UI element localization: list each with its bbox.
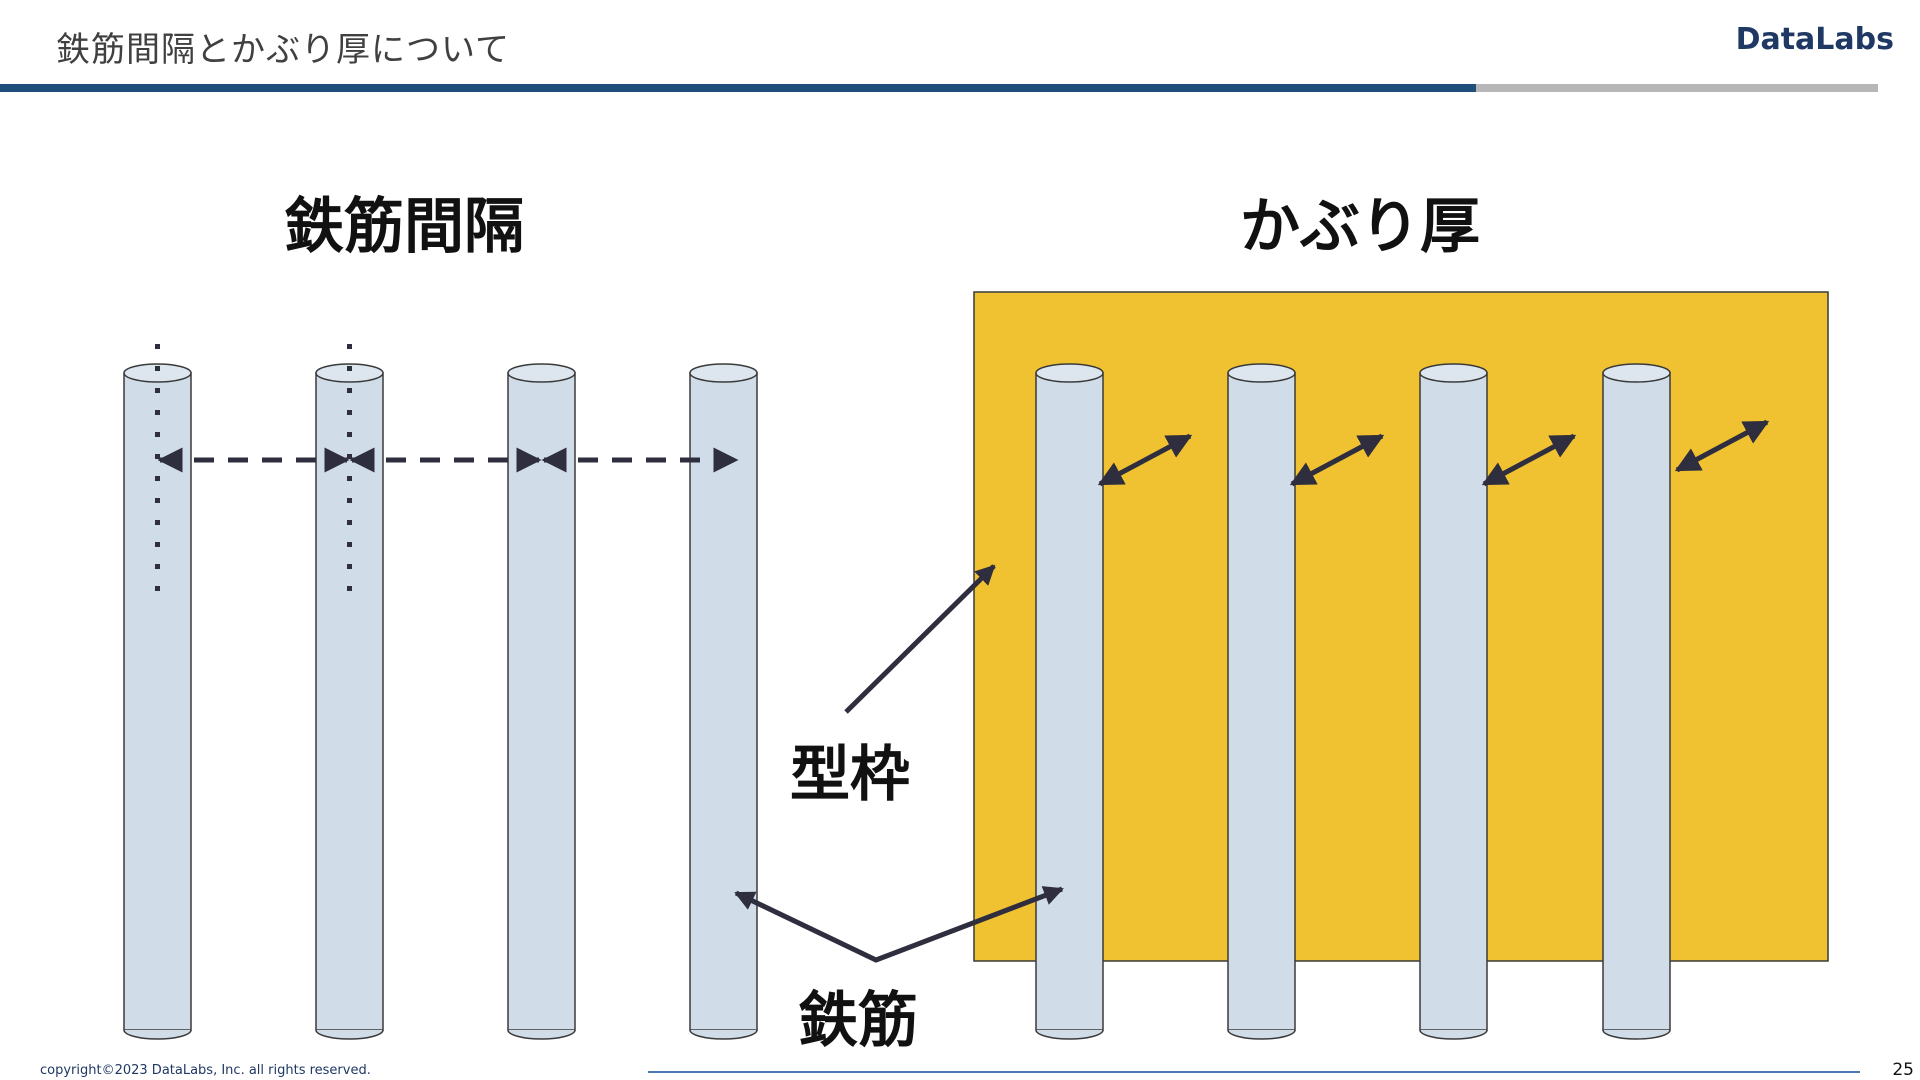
rebar-right-1 bbox=[1035, 363, 1104, 1040]
rebar-left-3 bbox=[507, 363, 576, 1040]
cover-arrow-2 bbox=[1289, 433, 1385, 487]
formwork-block bbox=[973, 291, 1829, 962]
slide-title: 鉄筋間隔とかぶり厚について bbox=[56, 30, 510, 70]
footer-copyright: copyright©2023 DataLabs, Inc. all rights… bbox=[40, 1063, 371, 1078]
footer-divider bbox=[648, 1071, 1860, 1073]
rebar-left-2 bbox=[315, 363, 384, 1040]
cover-arrow-4 bbox=[1674, 419, 1770, 473]
rebar-right-4 bbox=[1602, 363, 1671, 1040]
page-number: 25 bbox=[1892, 1060, 1914, 1080]
heading-cover-thickness: かぶり厚 bbox=[1240, 192, 1480, 262]
rebar-left-4 bbox=[689, 363, 758, 1040]
brand-logo: DataLabs bbox=[1735, 22, 1894, 57]
label-rebar: 鉄筋 bbox=[798, 986, 918, 1056]
rebar-left-1 bbox=[123, 363, 192, 1040]
formwork-pointer-arrow bbox=[844, 564, 996, 714]
cover-arrow-1 bbox=[1097, 433, 1193, 487]
cover-arrow-3 bbox=[1481, 433, 1577, 487]
header-divider-accent bbox=[1476, 84, 1878, 92]
rebar-pointer-arrows bbox=[734, 886, 1064, 963]
rebar-right-3 bbox=[1419, 363, 1488, 1040]
header-divider bbox=[0, 84, 1476, 92]
label-formwork: 型枠 bbox=[790, 740, 910, 810]
heading-rebar-spacing: 鉄筋間隔 bbox=[284, 192, 524, 262]
rebar-right-2 bbox=[1227, 363, 1296, 1040]
